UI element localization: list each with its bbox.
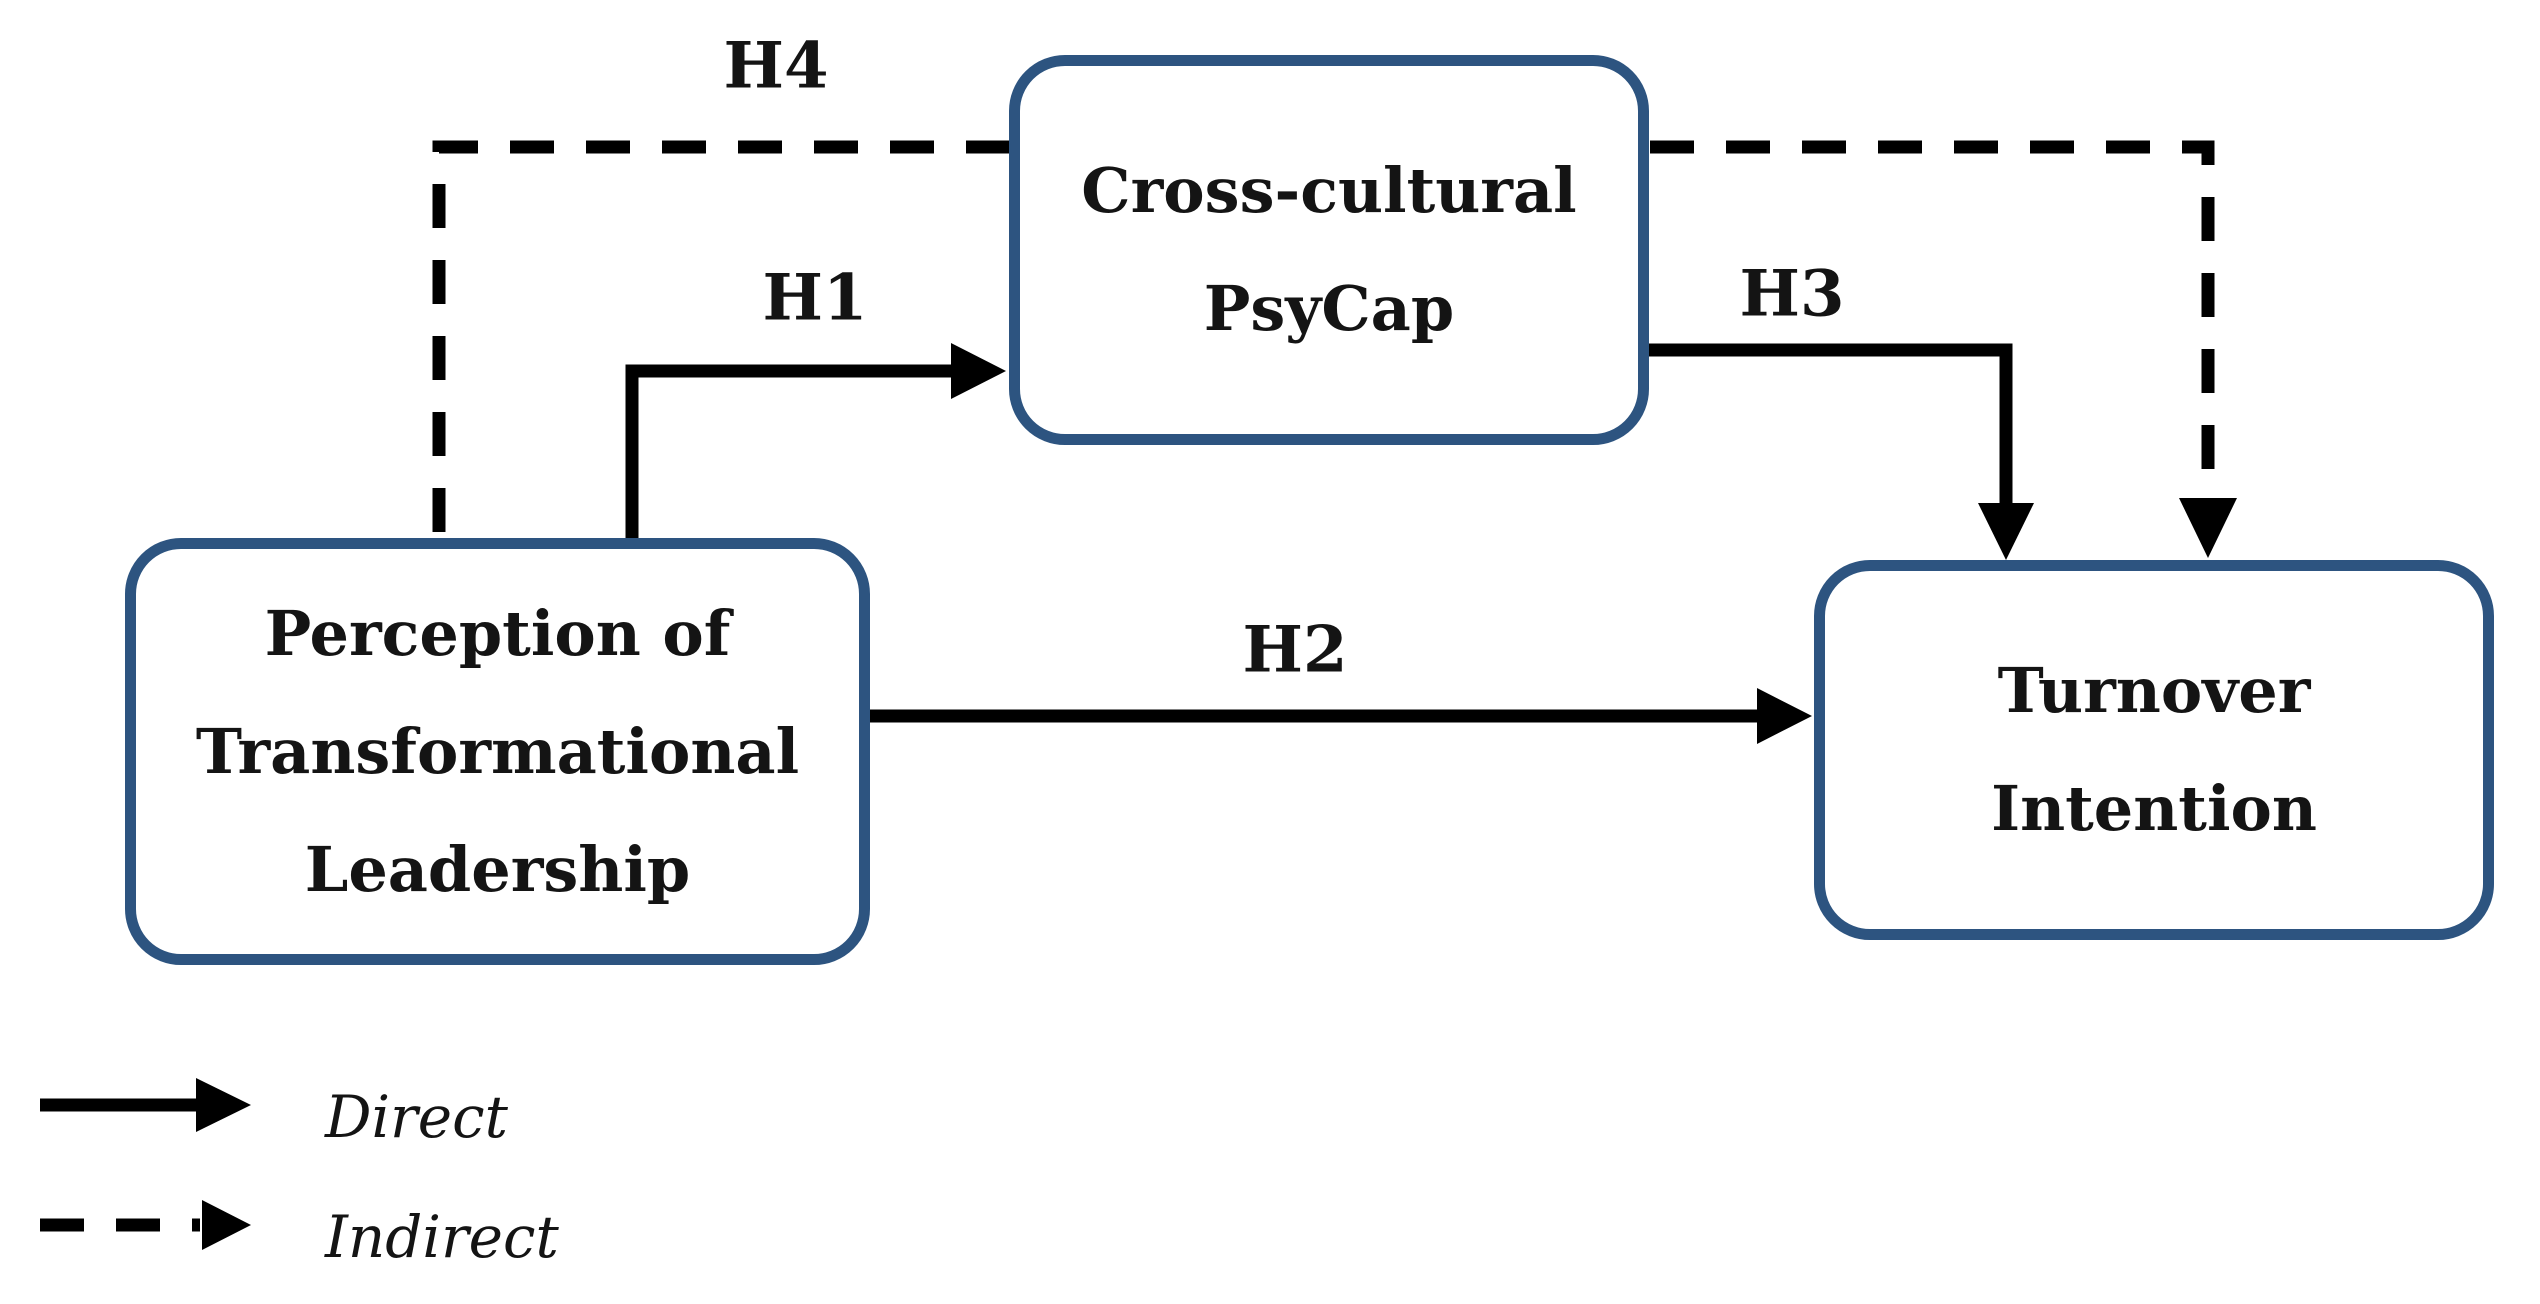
legend-dashed-arrowhead-icon (202, 1200, 251, 1250)
node-label-line: PsyCap (1203, 272, 1455, 345)
legend-label-direct: Direct (325, 1083, 508, 1151)
hypothesis-label-h4: H4 (723, 28, 829, 104)
node-label-line: Leadership (304, 832, 691, 906)
node-label-line: Intention (1991, 772, 2317, 845)
node-label-line: Cross-cultural (1081, 154, 1577, 227)
hypothesis-label-h1: H1 (762, 260, 868, 336)
h3-direct-path (1649, 343, 2013, 503)
node-label-line: Transformational (195, 714, 800, 788)
h4-dashed-arrowhead-icon (2179, 498, 2237, 558)
node-cross-cultural-psycap: Cross-cultural PsyCap (1009, 55, 1649, 445)
h1-direct-path (625, 364, 952, 538)
h1-arrowhead-icon (951, 343, 1006, 399)
legend-label-indirect: Indirect (325, 1203, 559, 1271)
node-label-line: Turnover (1997, 654, 2311, 727)
node-perception-transformational-leadership: Perception of Transformational Leadershi… (125, 538, 870, 965)
node-label-line: Perception of (264, 596, 731, 670)
h3-arrowhead-icon (1978, 503, 2034, 560)
hypothesis-label-h2: H2 (1242, 612, 1348, 688)
h4-indirect-path (432, 140, 2215, 532)
h2-arrowhead-icon (1757, 688, 1812, 744)
node-turnover-intention: Turnover Intention (1814, 560, 2494, 940)
legend-solid-arrowhead-icon (196, 1078, 251, 1132)
hypothesis-label-h3: H3 (1739, 256, 1845, 332)
